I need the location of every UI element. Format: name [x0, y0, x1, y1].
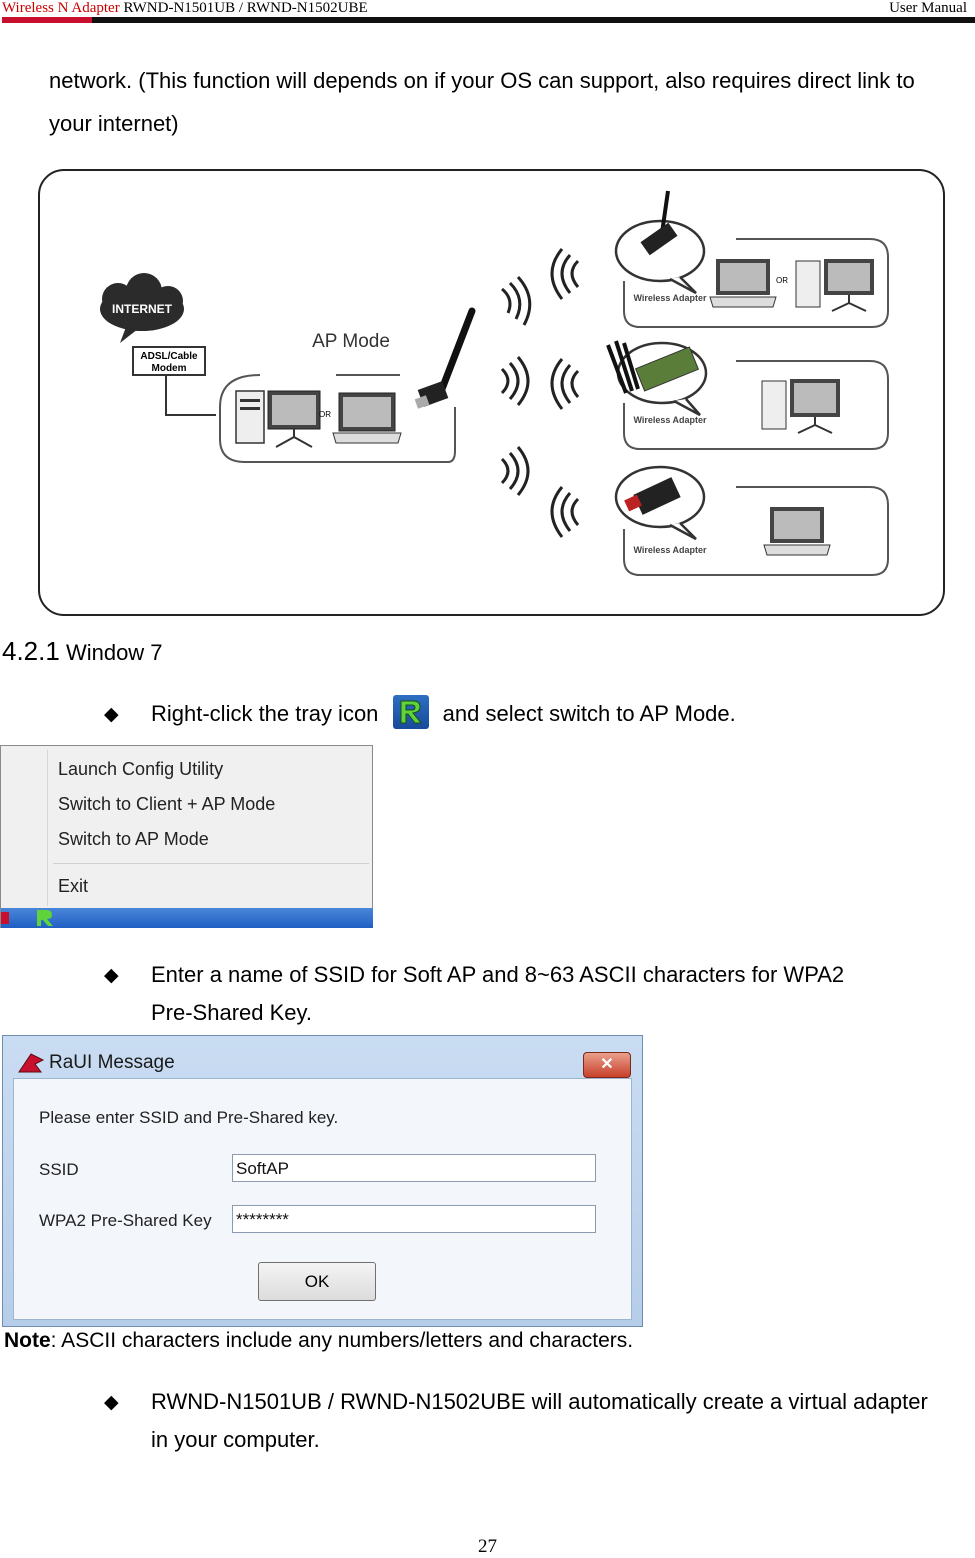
- wireless-adapter-label-3: Wireless Adapter: [633, 545, 707, 555]
- menu-item-ap-mode[interactable]: Switch to AP Mode: [58, 829, 209, 849]
- menu-item-launch-config[interactable]: Launch Config Utility: [58, 759, 224, 779]
- header-rule-accent: [2, 17, 92, 23]
- internet-label: INTERNET: [112, 302, 173, 316]
- ssid-label: SSID: [39, 1160, 79, 1179]
- section-number: 4.2.1: [2, 636, 60, 666]
- laptop-computer-icon: [332, 392, 402, 444]
- step-2-line-1: Enter a name of SSID for Soft AP and 8~6…: [151, 962, 845, 987]
- ssid-input[interactable]: SoftAP: [232, 1154, 596, 1182]
- taskbar: [1, 908, 373, 928]
- client-usb-dongle: [614, 465, 706, 541]
- wireless-adapter-label-2: Wireless Adapter: [633, 415, 707, 425]
- client-pci-card: [606, 340, 708, 417]
- step-3-line-2: in your computer.: [151, 1427, 320, 1452]
- tray-icons: [1, 910, 53, 926]
- header-manual: User Manual: [889, 0, 967, 16]
- section-heading: 4.2.1 Window 7: [2, 636, 163, 667]
- tray-context-menu: Launch Config Utility Switch to Client +…: [0, 745, 373, 928]
- section-title: Window 7: [65, 640, 163, 665]
- menu-separator: [53, 863, 369, 864]
- internet-cloud-icon: INTERNET: [100, 273, 184, 343]
- modem-label-2: Modem: [152, 363, 187, 374]
- menu-gutter: [47, 750, 48, 906]
- dialog-title: RaUI Message: [49, 1052, 175, 1073]
- modem-label-1: ADSL/Cable: [140, 351, 198, 362]
- wireless-signal-icon: [500, 275, 532, 496]
- psk-input[interactable]: ********: [232, 1205, 596, 1233]
- header-brand: Wireless N Adapter: [2, 0, 120, 16]
- wireless-adapter-label-1: Wireless Adapter: [633, 293, 707, 303]
- header-rule: [92, 17, 975, 23]
- ok-button[interactable]: OK: [258, 1262, 376, 1301]
- raui-message-dialog: RaUI Message ✕ Please enter SSID and Pre…: [2, 1035, 643, 1327]
- page-number: 27: [478, 1536, 497, 1557]
- note-text: : ASCII characters include any numbers/l…: [50, 1329, 634, 1352]
- desktop-computer-icon: [795, 259, 874, 312]
- intro-line-2: your internet): [49, 111, 179, 136]
- or-label-1: OR: [319, 410, 331, 419]
- psk-label: WPA2 Pre-Shared Key: [39, 1211, 212, 1230]
- or-label-2: OR: [776, 276, 788, 285]
- menu-item-exit[interactable]: Exit: [58, 876, 89, 896]
- laptop-computer-icon: [763, 507, 831, 556]
- client-usb-antenna: [614, 190, 706, 295]
- ap-mode-label: AP Mode: [312, 331, 390, 352]
- note: Note: ASCII characters include any numbe…: [4, 1329, 633, 1353]
- header-model: RWND-N1501UB / RWND-N1502UBE: [123, 0, 368, 16]
- bullet-diamond-icon: ◆: [104, 1392, 119, 1413]
- intro-line-1: network. (This function will depends on …: [49, 68, 915, 93]
- dialog-close-button[interactable]: ✕: [583, 1052, 631, 1078]
- menu-item-client-ap-mode[interactable]: Switch to Client + AP Mode: [58, 794, 276, 814]
- bullet-diamond-icon: ◆: [104, 704, 119, 725]
- step-1-after: and select switch to AP Mode.: [442, 701, 736, 726]
- usb-antenna-icon: [414, 307, 476, 409]
- wireless-signal-icon: [550, 248, 580, 538]
- modem-icon: ADSL/Cable Modem: [132, 346, 216, 416]
- bullet-diamond-icon: ◆: [104, 965, 119, 986]
- app-icon: [18, 1053, 45, 1073]
- step-1-text: Right-click the tray icon and select swi…: [151, 695, 736, 733]
- ap-mode-diagram-art: INTERNET ADSL/Cable Modem AP Mode OR: [100, 190, 889, 576]
- running-header: Wireless N Adapter RWND-N1501UB / RWND-N…: [2, 0, 368, 16]
- desktop-computer-icon: [235, 390, 321, 448]
- note-label: Note: [4, 1329, 51, 1352]
- laptop-computer-icon: [709, 259, 777, 308]
- desktop-computer-icon: [761, 379, 840, 434]
- step-1-before: Right-click the tray icon: [151, 701, 379, 726]
- dialog-prompt: Please enter SSID and Pre-Shared key.: [39, 1108, 339, 1127]
- step-2-line-2: Pre-Shared Key.: [151, 1000, 313, 1025]
- ap-mode-diagram: INTERNET ADSL/Cable Modem AP Mode OR: [38, 169, 945, 616]
- tray-icon: [392, 695, 429, 729]
- step-3-line-1: RWND-N1501UB / RWND-N1502UBE will automa…: [151, 1389, 928, 1414]
